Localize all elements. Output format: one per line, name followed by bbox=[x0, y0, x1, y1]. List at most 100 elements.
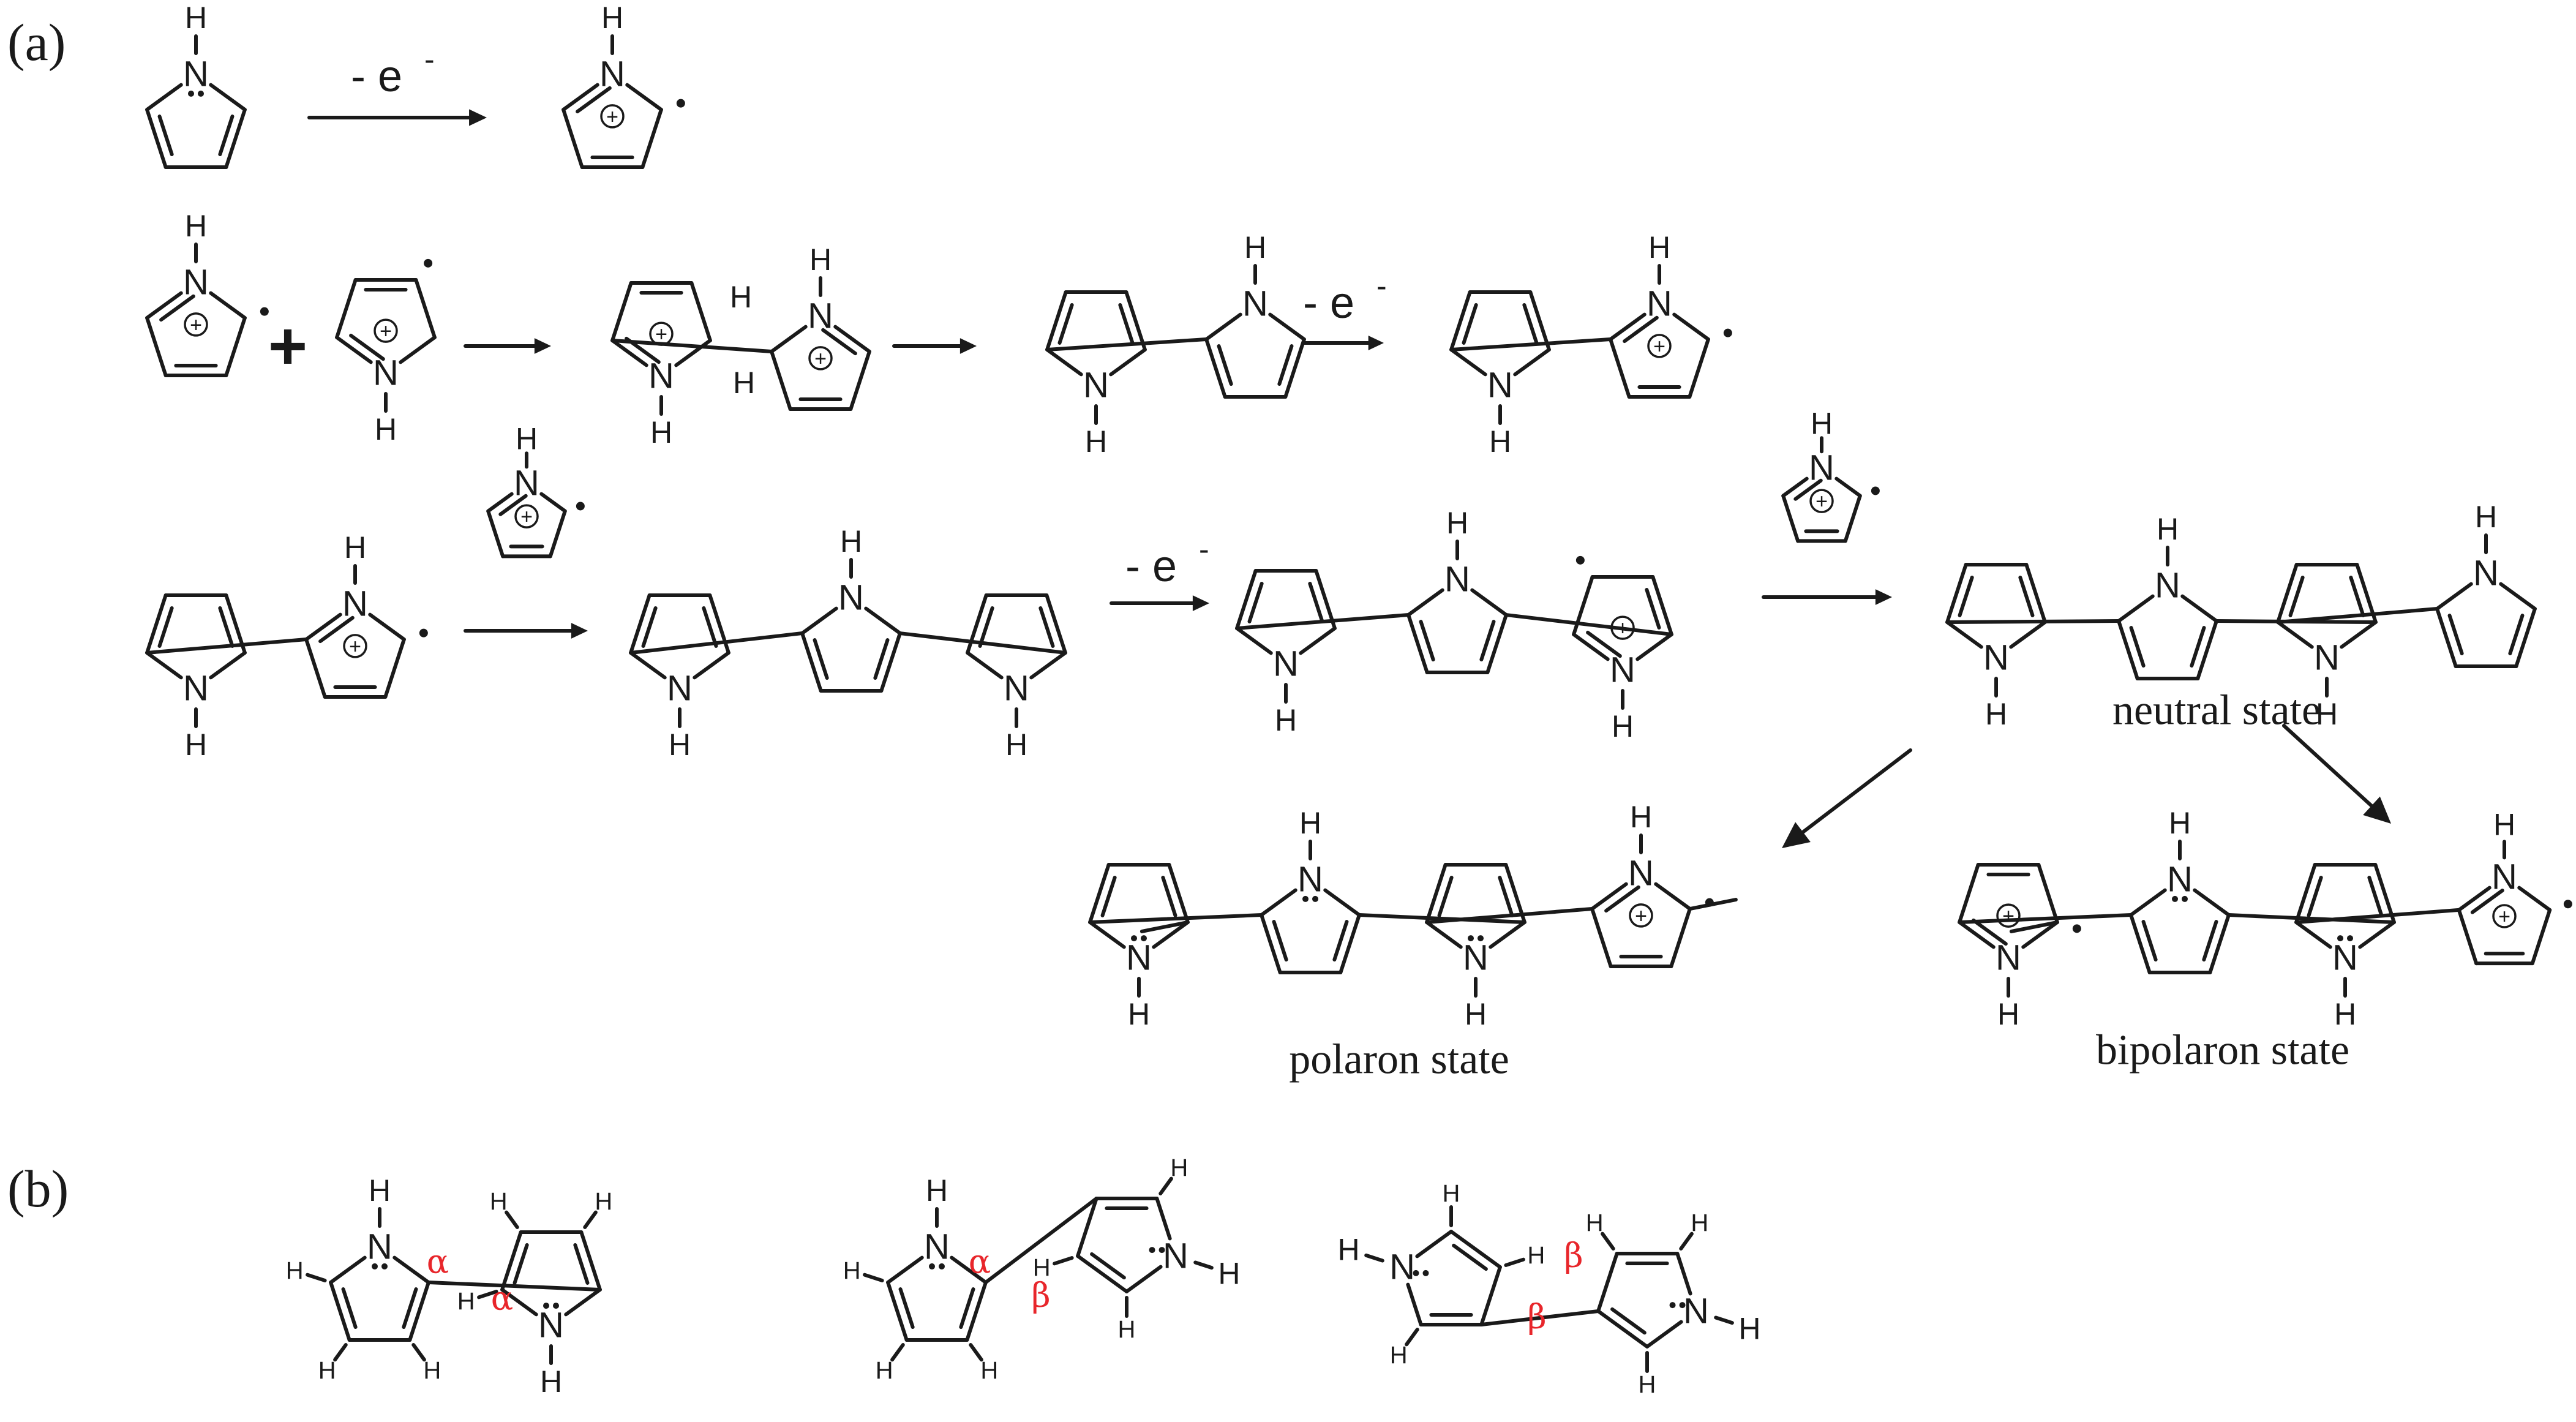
hydrogen-atom: H bbox=[2169, 806, 2191, 840]
bond bbox=[304, 638, 327, 699]
nitrogen-atom: N bbox=[1683, 1291, 1709, 1331]
bond bbox=[1406, 1282, 1423, 1326]
oxidation-label: - e bbox=[351, 52, 402, 101]
trimer-ring-1: NH bbox=[629, 593, 730, 762]
lone-pair-dot bbox=[1312, 895, 1318, 902]
positive-charge-icon bbox=[1809, 489, 1834, 513]
double-bond bbox=[1272, 920, 1288, 962]
positive-charge-icon bbox=[600, 104, 625, 129]
bb-ring-1: NH bbox=[1338, 1230, 1502, 1326]
nitrogen-atom: N bbox=[1983, 638, 2009, 678]
nitrogen-atom: N bbox=[1004, 669, 1029, 709]
bond bbox=[1669, 907, 1692, 968]
double-bond bbox=[1090, 1252, 1126, 1280]
hydrogen-atom: H bbox=[1390, 1342, 1408, 1369]
bond bbox=[833, 325, 871, 354]
electron-charge-sup: - bbox=[1376, 269, 1387, 303]
bond bbox=[1299, 626, 1337, 655]
inter-ring-bond bbox=[1088, 913, 1264, 924]
positive-charge-icon bbox=[374, 318, 398, 343]
bond bbox=[209, 83, 247, 112]
bond bbox=[414, 278, 437, 339]
hydrogen-atom: H bbox=[1443, 1180, 1460, 1207]
double-bond bbox=[157, 115, 174, 157]
nitrogen-atom: N bbox=[1809, 448, 1834, 488]
inter-ring-bond bbox=[1945, 619, 2121, 624]
bipolaron-state-label: bipolaron state bbox=[2096, 1027, 2349, 1074]
hydrogen-atom: H bbox=[601, 1, 623, 35]
double-bond bbox=[978, 606, 994, 648]
hydrogen-atom: H bbox=[457, 1288, 475, 1315]
arrow-shaft bbox=[2282, 724, 2376, 810]
hydrogen-atom: H bbox=[2493, 808, 2515, 842]
nitrogen-atom: N bbox=[2332, 938, 2358, 978]
arrow-head-icon bbox=[469, 109, 487, 126]
nitrogen-atom: N bbox=[2155, 566, 2180, 606]
inter-ring-bond bbox=[1504, 613, 1673, 636]
bond bbox=[368, 612, 406, 642]
dihydro-dimer-ring-1: NH+ bbox=[610, 281, 712, 450]
tetramer-ring-2: NH bbox=[2117, 512, 2218, 680]
bond bbox=[2117, 594, 2155, 623]
nitrogen-atom: N bbox=[838, 578, 864, 618]
hydrogen-atom: H bbox=[2316, 697, 2338, 731]
inter-ring-bond bbox=[1357, 913, 1526, 924]
nitrogen-atom: N bbox=[1163, 1236, 1188, 1276]
positive-charge-icon bbox=[514, 504, 539, 529]
hydrogen-atom: H bbox=[185, 1, 207, 35]
bond bbox=[500, 1230, 523, 1292]
bond bbox=[1425, 863, 1448, 924]
ch-bond bbox=[1601, 1232, 1615, 1251]
bond bbox=[2196, 619, 2218, 680]
inter-ring-bond bbox=[1479, 1309, 1601, 1326]
double-bond bbox=[341, 1287, 358, 1330]
hydrogen-atom: H bbox=[1085, 424, 1107, 459]
hydrogen-atom: H bbox=[286, 1257, 304, 1284]
bond bbox=[886, 1281, 909, 1342]
bond bbox=[2340, 620, 2378, 649]
double-bond bbox=[1958, 575, 1974, 617]
hydrogen-atom: H bbox=[1218, 1256, 1240, 1290]
oxidation-arrow-2: - e- bbox=[1302, 269, 1387, 350]
bond bbox=[1590, 907, 1613, 968]
nitrogen-atom: N bbox=[183, 263, 209, 303]
inter-ring-bond bbox=[1958, 913, 2133, 924]
bond bbox=[2457, 886, 2492, 912]
bond bbox=[1260, 913, 1282, 974]
bond bbox=[2514, 607, 2537, 668]
oxidation-label: - e bbox=[1303, 279, 1354, 328]
arrow-head-icon bbox=[1875, 589, 1892, 605]
nitrogen-atom: N bbox=[1083, 366, 1109, 405]
trimer-cation-ring-2: NH bbox=[1406, 506, 1508, 674]
nitrogen-atom: N bbox=[1126, 938, 1152, 978]
lone-pair-dot bbox=[929, 1263, 935, 1270]
double-bond bbox=[1100, 875, 1117, 917]
hydrogen-atom: H bbox=[1118, 1316, 1136, 1343]
inter-ring-bond bbox=[629, 631, 805, 655]
hydrogen-atom: H bbox=[1275, 703, 1297, 737]
double-bond bbox=[873, 638, 890, 680]
charge-sign: + bbox=[606, 105, 618, 129]
hydrogen-atom: H bbox=[843, 1257, 861, 1284]
bond bbox=[1958, 863, 1980, 924]
monomer-cation-reagent: NH+ bbox=[486, 422, 585, 559]
lone-pair-dot bbox=[1158, 1247, 1165, 1254]
bond bbox=[2180, 594, 2218, 623]
bond bbox=[561, 83, 599, 112]
inter-ring-bond bbox=[1425, 907, 1594, 924]
aa-alpha-1: α bbox=[427, 1243, 449, 1281]
bond bbox=[1596, 1252, 1619, 1313]
dimer-cation-ring-2: NH+ bbox=[1609, 230, 1732, 399]
bond bbox=[335, 335, 373, 364]
nitrogen-atom: N bbox=[1297, 860, 1323, 900]
nitrogen-atom: N bbox=[599, 55, 625, 94]
bond bbox=[564, 1287, 602, 1317]
positive-charge-icon bbox=[1629, 903, 1653, 928]
inter-ring-bond bbox=[610, 338, 774, 354]
lone-pair-dot bbox=[939, 1263, 945, 1270]
pyrrole-monomer: NH bbox=[145, 1, 247, 169]
bipyrrole-ring-2: NH bbox=[1204, 230, 1306, 399]
bond bbox=[770, 325, 808, 354]
alpha-label: α bbox=[969, 1243, 991, 1281]
